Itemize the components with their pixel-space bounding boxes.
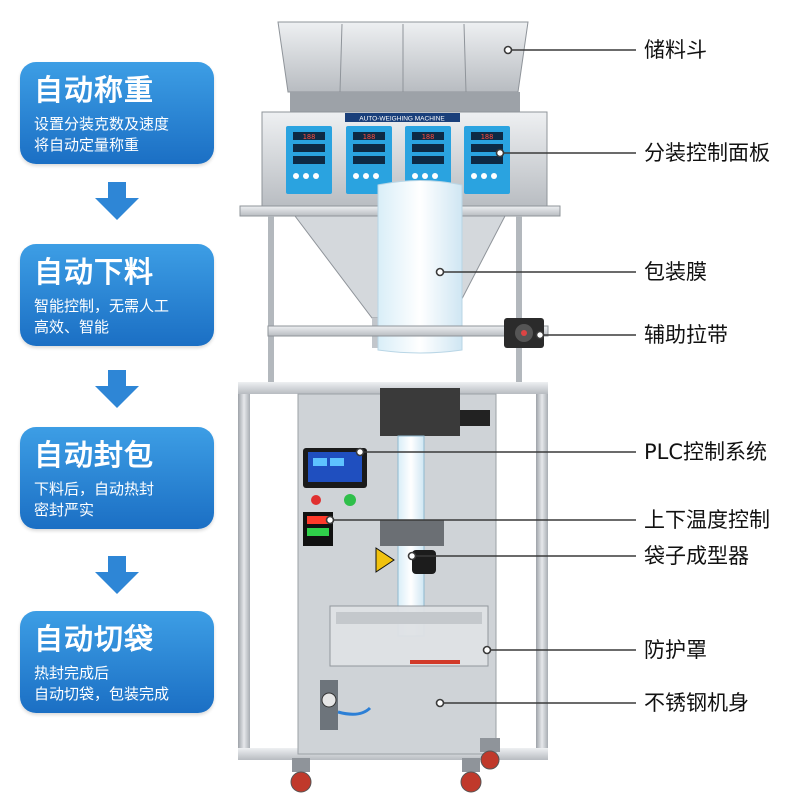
label-packaging-film: 包装膜 — [644, 260, 707, 284]
label-auxiliary-belt: 辅助拉带 — [644, 323, 728, 347]
label-storage-hopper: 储料斗 — [644, 38, 707, 62]
label-plc-system: PLC控制系统 — [644, 440, 768, 464]
label-bag-former: 袋子成型器 — [644, 544, 749, 568]
step-card-weighing: 自动称重 设置分装克数及速度 将自动定量称重 — [20, 62, 214, 164]
svg-text:188: 188 — [422, 133, 435, 141]
step-desc: 设置分装克数及速度 将自动定量称重 — [34, 115, 170, 154]
step-title: 自动下料 — [34, 255, 155, 289]
caster-wheel — [290, 758, 312, 793]
step-desc: 热封完成后 自动切袋，包装完成 — [34, 664, 170, 703]
step-card-feeding: 自动下料 智能控制，无需人工 高效、智能 — [20, 244, 214, 346]
label-temperature-control: 上下温度控制 — [644, 508, 770, 532]
air-regulator — [320, 680, 372, 730]
label-stainless-body: 不锈钢机身 — [644, 691, 749, 715]
step-desc: 智能控制，无需人工 高效、智能 — [34, 297, 170, 336]
storage-hopper — [277, 21, 529, 112]
weighing-panel: 188 — [464, 126, 510, 194]
svg-text:188: 188 — [363, 133, 376, 141]
packing-machine-illustration: AUTO-WEIGHING MACHINE 188 188 188 188 — [238, 21, 561, 793]
arrow-down-icon — [95, 370, 139, 408]
step-card-sealing: 自动封包 下料后，自动热封 密封严实 — [20, 427, 214, 529]
stainless-body-frame — [238, 382, 548, 760]
label-safety-cover: 防护罩 — [644, 638, 707, 662]
auxiliary-belt — [267, 318, 549, 348]
label-control-panel: 分装控制面板 — [644, 141, 770, 165]
caster-wheel — [480, 738, 500, 770]
step-title: 自动称重 — [34, 73, 155, 107]
step-card-cutting: 自动切袋 热封完成后 自动切袋，包装完成 — [20, 611, 214, 713]
svg-text:188: 188 — [481, 133, 494, 141]
weighing-panel: 188 — [346, 126, 392, 194]
caster-wheel — [460, 758, 482, 793]
svg-text:188: 188 — [303, 133, 316, 141]
arrow-down-icon — [95, 556, 139, 594]
plc-touchscreen — [303, 448, 367, 506]
step-title: 自动切袋 — [34, 622, 155, 656]
step-desc: 下料后，自动热封 密封严实 — [34, 480, 155, 519]
weighing-panel: 188 — [286, 126, 332, 194]
weighing-panel: 188 — [405, 126, 451, 194]
step-title: 自动封包 — [34, 438, 155, 472]
arrow-down-icon — [95, 182, 139, 220]
safety-cover — [329, 605, 489, 667]
temperature-controller — [303, 512, 333, 546]
packaging-film — [377, 180, 463, 354]
machine-nameplate: AUTO-WEIGHING MACHINE — [359, 116, 445, 123]
